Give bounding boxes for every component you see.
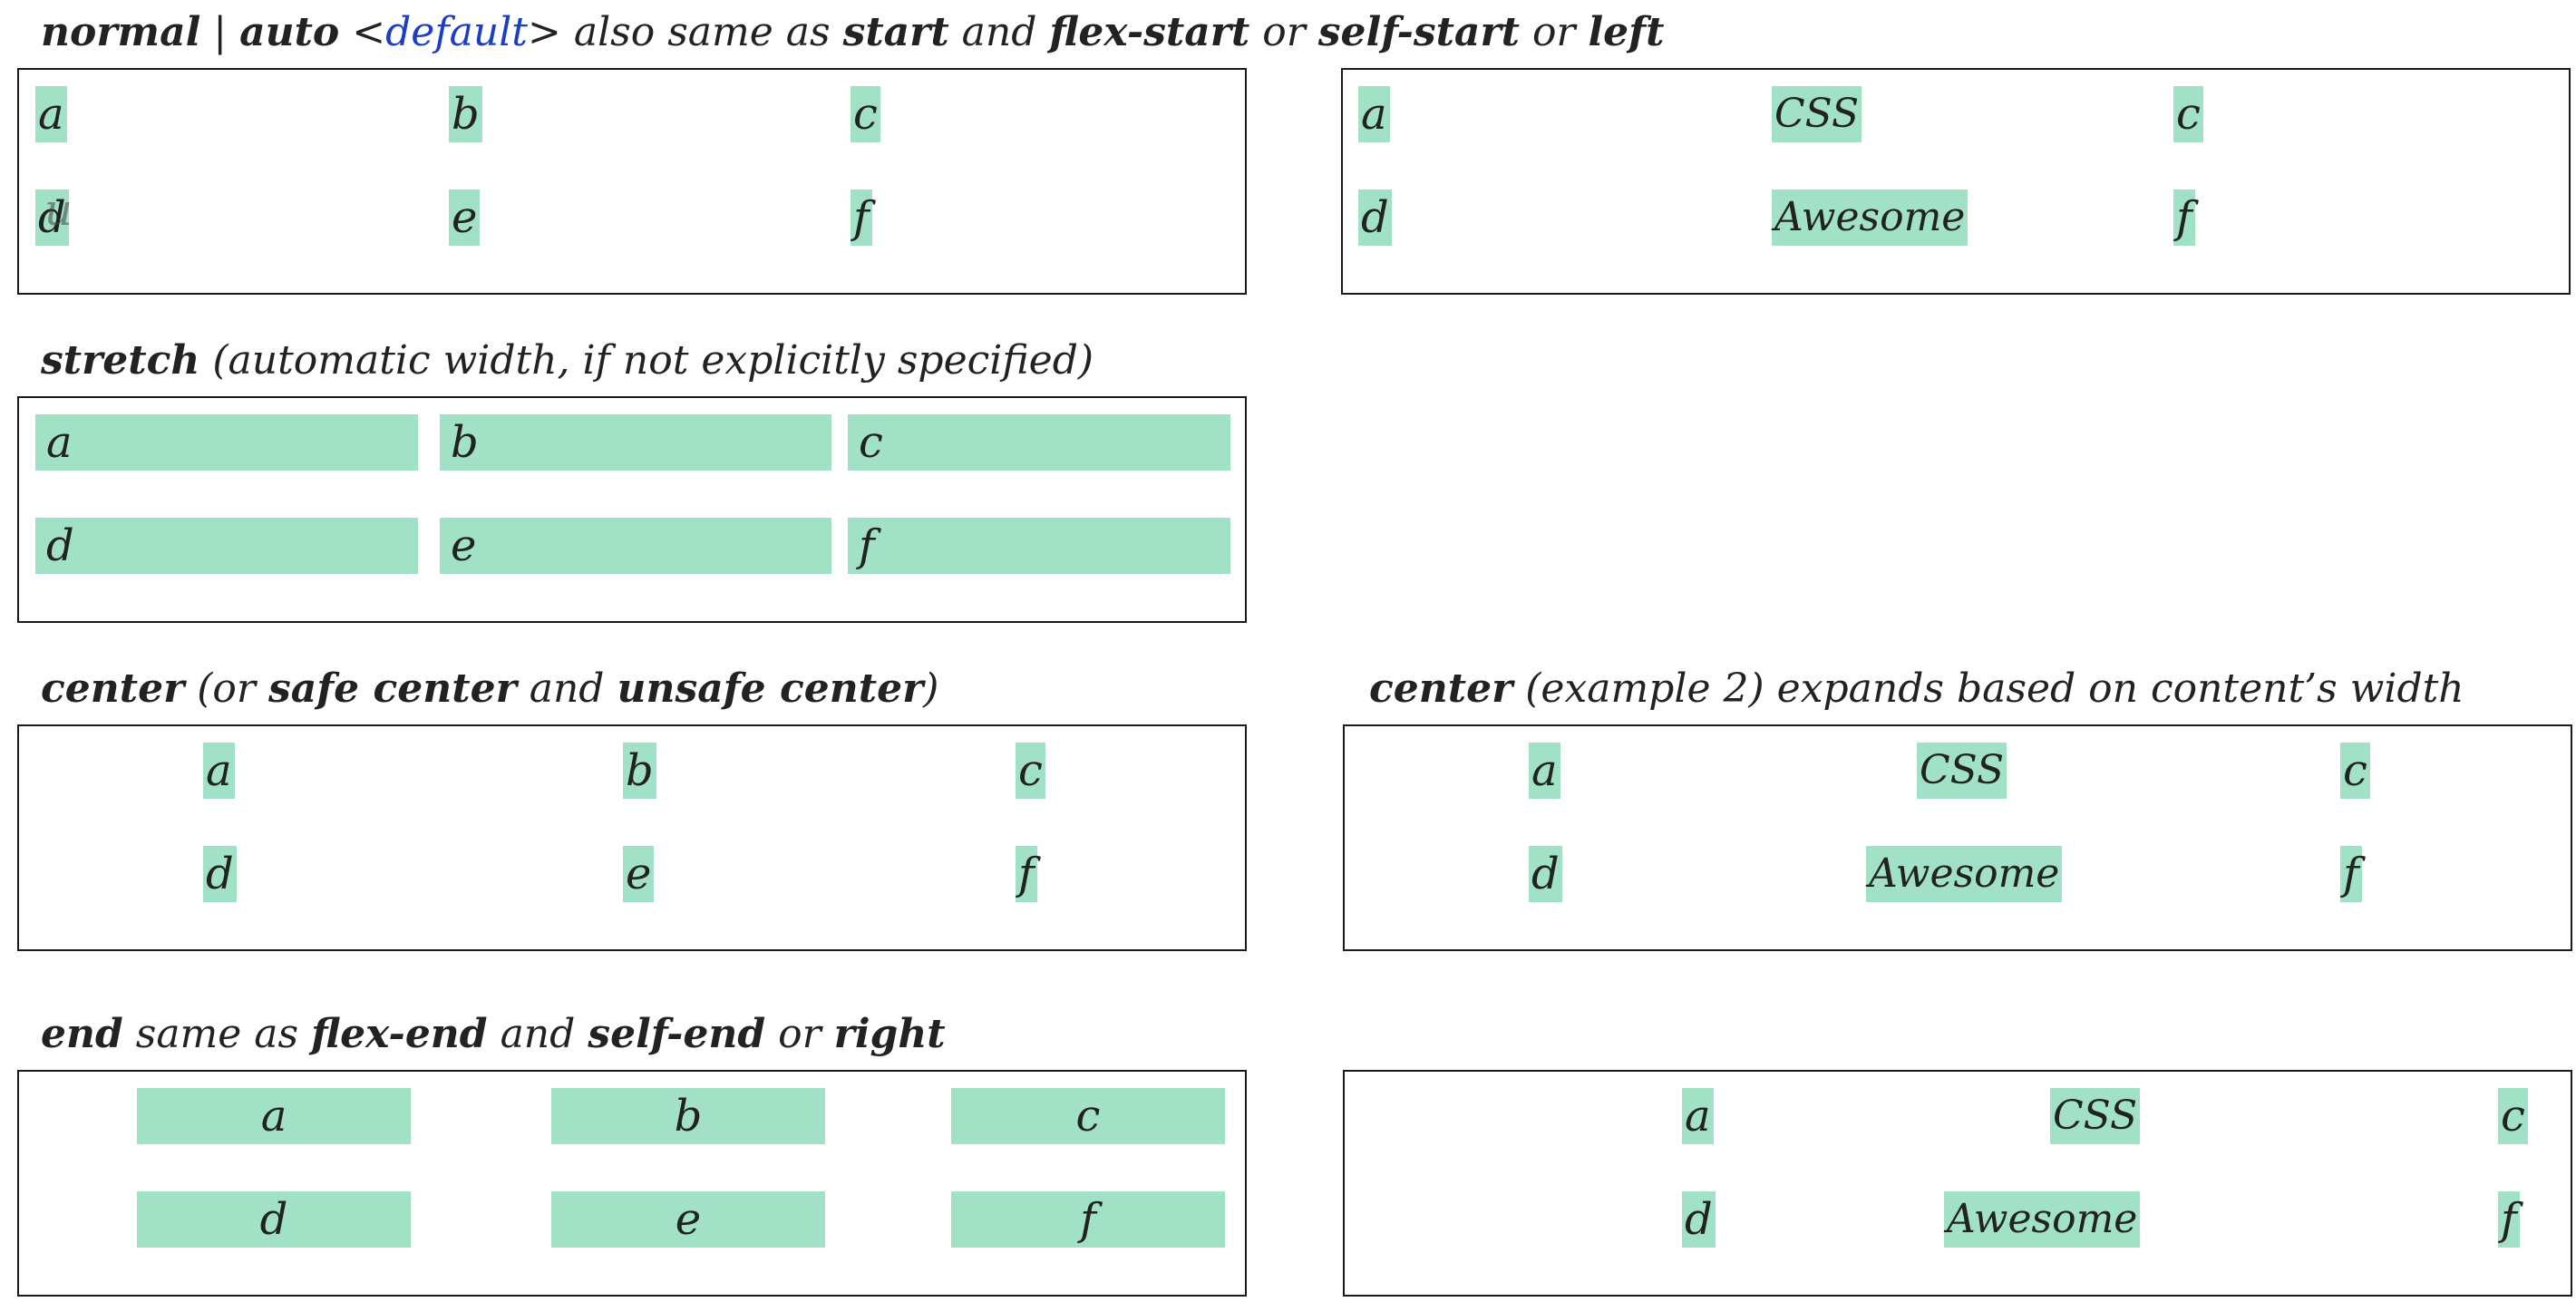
grid-item: a (137, 1088, 411, 1144)
grid-item: c (1016, 743, 1045, 799)
grid-item: CSS (1917, 743, 2007, 799)
grid-item: b (449, 86, 482, 142)
grid-item: d (137, 1191, 411, 1248)
heading-text: or (1519, 9, 1589, 55)
grid-item: a (1358, 86, 1390, 142)
heading-normal: normal | auto <default> also same as sta… (41, 13, 1664, 53)
grid-item: a (35, 86, 67, 142)
heading-stretch: stretch (automatic width, if not explici… (41, 341, 1094, 381)
grid-item: Awesome (1772, 189, 1968, 246)
grid-item: c (2173, 86, 2203, 142)
heading-text: also same as (560, 9, 843, 55)
kw-stretch: stretch (41, 337, 200, 384)
kw-flex-end: flex-end (311, 1011, 488, 1057)
grid-item: d (35, 189, 69, 246)
kw-self-start: self-start (1317, 9, 1520, 55)
grid-item: c (2340, 743, 2370, 799)
grid-item: a (203, 743, 235, 799)
kw-start: start (842, 9, 949, 55)
heading-text: and (948, 9, 1050, 55)
kw-default: default (385, 9, 528, 55)
heading-text: (or (184, 666, 268, 712)
grid-item: d (1358, 189, 1392, 246)
demo-box-end-words: a CSS c d Awesome f (1343, 1070, 2572, 1297)
heading-text: or (1249, 9, 1318, 55)
grid-item: CSS (1772, 86, 1862, 142)
grid-item: f (951, 1191, 1225, 1248)
grid-item: c (851, 86, 880, 142)
grid-item: Awesome (1866, 846, 2063, 902)
grid-item: a (1682, 1088, 1714, 1144)
demo-box-stretch: a b c d e f (17, 396, 1247, 623)
demo-box-center-letters: a b c d e f (17, 724, 1247, 951)
kw-end: end (41, 1011, 123, 1057)
grid-item: d (1529, 846, 1562, 902)
demo-box-normal-words: a CSS c d Awesome f (1341, 68, 2571, 295)
heading-text: and (516, 666, 617, 712)
heading-text: (automatic width, if not explicitly spec… (199, 337, 1094, 384)
heading-text: and (487, 1011, 588, 1057)
grid-item: b (551, 1088, 825, 1144)
grid-item: f (2340, 846, 2362, 902)
grid-item: e (449, 189, 481, 246)
heading-text: same as (122, 1011, 312, 1057)
grid-item: CSS (2050, 1088, 2141, 1144)
grid-item: e (440, 518, 831, 574)
grid-item: b (440, 414, 831, 471)
heading-text: > (527, 9, 561, 55)
grid-item: f (851, 189, 872, 246)
heading-text: ) (923, 666, 939, 712)
kw-self-end: self-end (588, 1011, 766, 1057)
heading-text: < (339, 9, 386, 55)
grid-item: c (2498, 1088, 2528, 1144)
overlap-glyph: u (44, 185, 73, 236)
grid-item: b (623, 743, 656, 799)
grid-item: Awesome (1944, 1191, 2141, 1248)
grid-item: a (1529, 743, 1560, 799)
grid-item: f (848, 518, 1230, 574)
grid-item: f (1016, 846, 1037, 902)
grid-item: d (203, 846, 237, 902)
grid-item: f (2498, 1191, 2520, 1248)
kw-flex-start: flex-start (1049, 9, 1250, 55)
grid-item: d (1682, 1191, 1716, 1248)
grid-item: a (35, 414, 418, 471)
grid-item: c (848, 414, 1230, 471)
demo-box-end-letters: a b c d e f (17, 1070, 1247, 1297)
demo-box-normal-letters: a b c d u e f (17, 68, 1247, 295)
kw-left: left (1588, 9, 1665, 55)
heading-center-example-2: center (example 2) expands based on cont… (1369, 669, 2464, 709)
grid-item: e (623, 846, 655, 902)
heading-text: (example 2) expands based on content’s w… (1512, 666, 2464, 712)
kw-normal: normal (41, 9, 201, 55)
kw-right: right (833, 1011, 946, 1057)
kw-center: center (1369, 666, 1513, 712)
heading-text: or (765, 1011, 834, 1057)
kw-center: center (41, 666, 185, 712)
grid-item: d (35, 518, 418, 574)
kw-unsafe-center: unsafe center (617, 666, 924, 712)
kw-safe-center: safe center (267, 666, 517, 712)
grid-item: e (551, 1191, 825, 1248)
grid-item: c (951, 1088, 1225, 1144)
heading-text: | (200, 9, 240, 55)
heading-center: center (or safe center and unsafe center… (41, 669, 938, 709)
demo-box-center-words: a CSS c d Awesome f (1343, 724, 2572, 951)
kw-auto: auto (239, 9, 340, 55)
grid-item: f (2173, 189, 2195, 246)
heading-end: end same as flex-end and self-end or rig… (41, 1015, 946, 1054)
